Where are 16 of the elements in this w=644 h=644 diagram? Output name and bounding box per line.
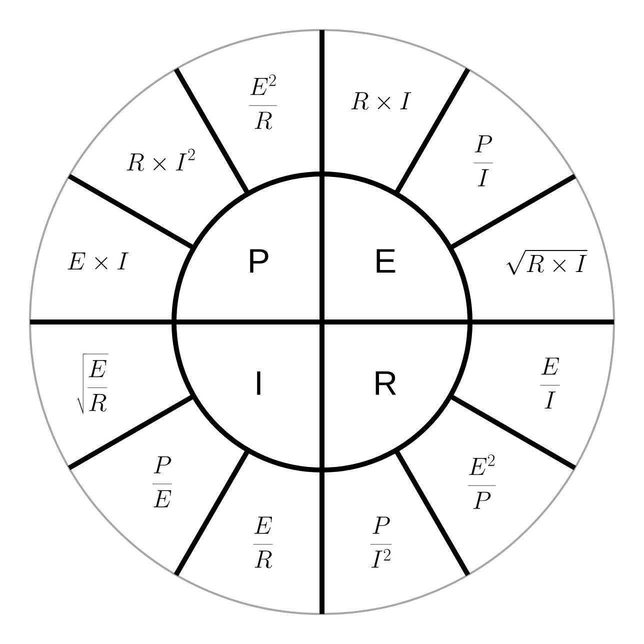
- quadrant-letter: R: [376, 371, 396, 395]
- formula: $R\times I$: [351, 92, 412, 110]
- formula: $\frac{E}{R}$: [253, 516, 273, 568]
- formula: $\frac{E^{2}}{P}$: [468, 454, 496, 509]
- formula: $\sqrt{\frac{E}{R}}$: [77, 354, 108, 414]
- formula: $E\times I$: [68, 252, 128, 270]
- formula: $\frac{P}{I}$: [474, 135, 493, 186]
- formula: $R\times I^{2}$: [126, 148, 195, 171]
- formula: $\frac{E}{I}$: [540, 358, 560, 409]
- quadrant-letter: I: [257, 371, 260, 395]
- formula: $\frac{E^{2}}{R}$: [249, 74, 277, 130]
- formula: $\sqrt{R\times I}$: [506, 250, 588, 275]
- quadrant-letter: P: [250, 249, 268, 273]
- quadrant-letter: E: [376, 249, 396, 273]
- formula: $\frac{P}{E}$: [152, 456, 172, 508]
- formula: $\frac{P}{I^{2}}$: [370, 516, 392, 568]
